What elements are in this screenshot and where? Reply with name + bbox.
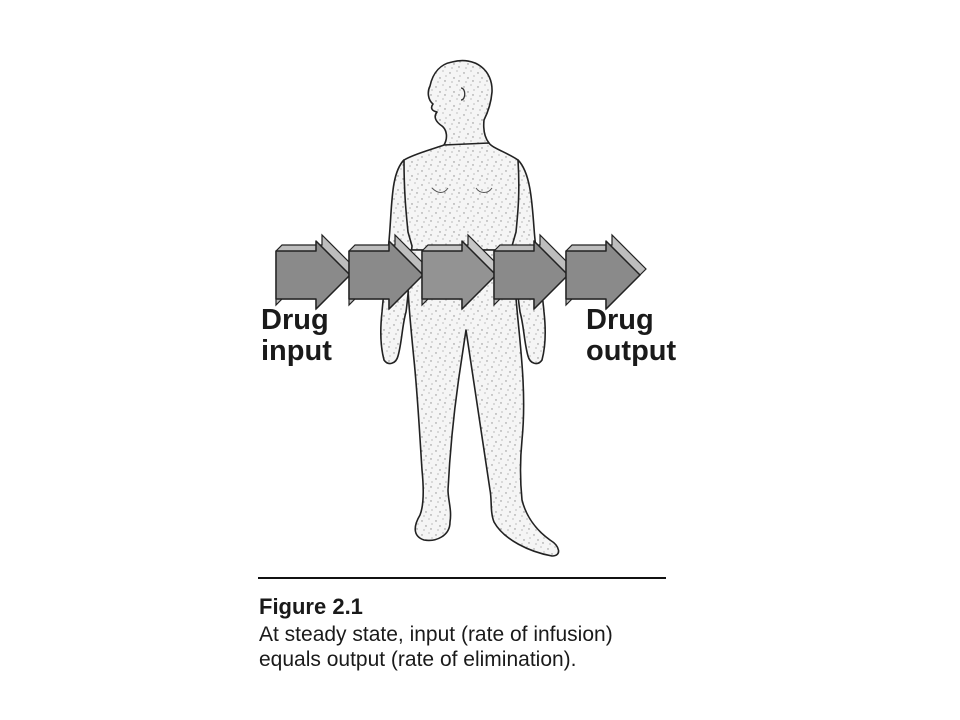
- caption-line-2: equals output (rate of elimination).: [259, 648, 577, 671]
- drug-input-label-line1: Drug: [261, 304, 329, 336]
- chest-detail: [431, 187, 493, 193]
- drug-input-label-line2: input: [261, 335, 332, 367]
- ear-detail: [460, 87, 466, 101]
- figure-caption-text: At steady state, input (rate of infusion…: [259, 622, 613, 672]
- torso-shape: [396, 142, 524, 251]
- drug-output-label-line2: output: [586, 335, 677, 367]
- flow-arrow-4: [493, 233, 575, 311]
- human-body-figure: [379, 59, 560, 557]
- figure-caption: Figure 2.1 At steady state, input (rate …: [259, 594, 613, 672]
- figure-title: Figure 2.1: [259, 594, 363, 619]
- drug-output-label-line1: Drug: [586, 304, 654, 336]
- caption-line-1: At steady state, input (rate of infusion…: [259, 623, 613, 646]
- drug-input-label: Drug input: [261, 305, 332, 367]
- drug-flow-arrows: [275, 233, 647, 311]
- caption-divider: [258, 577, 666, 579]
- flow-arrow-1: [275, 233, 357, 311]
- flow-arrow-3: [421, 233, 503, 311]
- flow-arrow-5: [565, 233, 647, 311]
- drug-output-label: Drug output: [586, 305, 676, 367]
- legs-shape: [406, 249, 560, 557]
- head-shape: [427, 59, 493, 147]
